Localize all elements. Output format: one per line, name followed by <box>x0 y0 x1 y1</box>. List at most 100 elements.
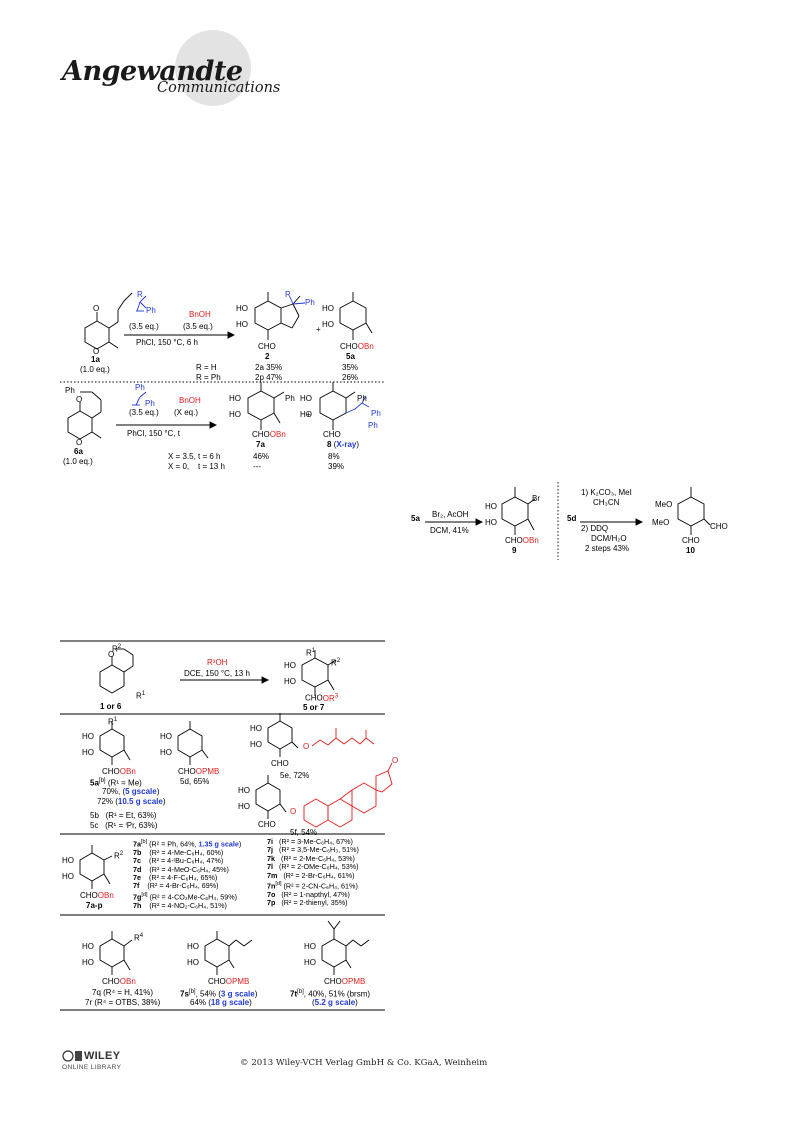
xray-label: X-ray <box>336 440 357 449</box>
label-cho-obn: CHOOBn <box>102 767 136 776</box>
scheme-right-structures <box>425 482 711 560</box>
scale-7s-2: 18 g scale <box>210 998 250 1007</box>
label-ho: HO <box>160 748 172 757</box>
product-7a-structure <box>247 382 285 430</box>
geranyl-chain <box>311 728 375 747</box>
entry-5a-label: 5a <box>90 778 99 788</box>
product-label-2: 2 <box>265 352 270 361</box>
label-ho: HO <box>485 518 497 527</box>
structure-5d <box>177 721 209 765</box>
label-cho-obn: CHOOBn <box>80 891 114 900</box>
yield-row-b-cond: X = 0, t = 13 h <box>168 462 225 471</box>
label-ph-6a: Ph <box>65 386 75 395</box>
product-9-structure <box>501 487 536 535</box>
label-ho: HO <box>82 958 94 967</box>
compound-label: 7p <box>267 898 276 908</box>
list-item: 7a[b] (R² = Ph, 64%, 1.35 g scale) <box>133 839 242 849</box>
entry-7s-2: 64% (18 g scale) <box>190 998 252 1007</box>
pyranone-6a-structure <box>67 391 102 440</box>
reagent-bnoh: BnOH <box>189 310 211 319</box>
sm-label-1a: 1a <box>91 355 100 364</box>
label-ho: HO <box>187 958 199 967</box>
product-label-general: 5 or 7 <box>303 703 325 712</box>
yield-row-a-7a: 46% <box>253 452 270 461</box>
label-ph: Ph <box>357 394 367 403</box>
compound-desc: (R² = 2-Br-C₆H₄, 61%) <box>283 870 355 880</box>
entry-5a-r1: (R¹ = Me) <box>107 778 142 788</box>
sm-5a-right: 5a <box>411 514 420 523</box>
compound-label: 7o <box>267 889 276 899</box>
label-ho: HO <box>238 786 250 795</box>
label-r2: R2 <box>114 851 124 861</box>
compound-label: 7g <box>133 892 142 902</box>
pyranone-general-structure <box>99 648 134 694</box>
compound-desc-close: ) <box>238 839 242 849</box>
cond-bromination: Br₂, AcOH <box>432 510 469 519</box>
label-o: O <box>290 807 297 816</box>
product-label-5a: 5a <box>346 352 355 361</box>
compound-desc: (R² = 2-Me-C₆H₄, 53%) <box>281 853 355 863</box>
scheme-top-structures <box>60 292 385 383</box>
entry-7r: 7r (R⁴ = OTBS, 38%) <box>85 998 161 1007</box>
label-ho: HO <box>485 502 497 511</box>
entry-5b: 5b (R¹ = Et, 63%) <box>90 811 157 820</box>
cond-overall-yield: 2 steps 43% <box>585 544 630 553</box>
cond-methylation: 1) K₂CO₃, MeI <box>581 488 632 497</box>
list-item: 7b (R² = 4-Me-C₆H₄, 60%) <box>133 848 241 857</box>
label-r2: R2 <box>112 644 122 654</box>
list-item: 7e (R² = 4-F-C₆H₄, 65%) <box>133 873 241 883</box>
compound-label: 7k <box>267 853 275 863</box>
label-r4: R4 <box>134 933 144 943</box>
entry-7t-2: (5.2 g scale) <box>312 998 358 1007</box>
label-br: Br <box>532 494 540 503</box>
wiley-logo-icon <box>62 1050 82 1062</box>
label-ho: HO <box>322 320 334 329</box>
list-item: 7g[d] (R² = 4-CO₂Me-C₆H₄, 59%) <box>133 891 238 902</box>
compound-list-left: 7a[b] (R² = Ph, 64%, 1.35 g scale) 7b (R… <box>133 838 241 910</box>
yield-row-1-5a: 35% <box>342 363 359 372</box>
label-ho: HO <box>229 410 241 419</box>
label-ho: HO <box>300 410 312 419</box>
label-ho: HO <box>322 304 334 313</box>
list-item: 7m (R² = 2-Br-C₆H₄, 61%) <box>267 870 359 880</box>
header-logo-circle <box>175 30 251 106</box>
compound-label: 7j <box>267 845 273 855</box>
label-ph-blue: Ph <box>371 409 381 418</box>
compound-desc: (R² = Ph, 64%, <box>149 839 199 849</box>
yield-7t-2: ( <box>312 998 315 1007</box>
label-o: O <box>303 742 310 751</box>
structure-7t <box>321 920 370 975</box>
compound-desc: (R² = 4-ᵗBu-C₆H₄, 47%) <box>149 856 224 866</box>
journal-subtitle: Communications <box>157 80 281 96</box>
entry-5a-head: 5a[b] (R¹ = Me) <box>90 778 142 788</box>
cond-oxidation-solvent: DCM/H₂O <box>591 534 627 543</box>
compound-desc: (R² = 4-Br-C₆H₄, 69%) <box>147 881 219 891</box>
alkene-ph: Ph <box>146 306 156 315</box>
compound-desc: (R² = 2-OMe-C₆H₄, 53%) <box>279 862 359 872</box>
pyranone-ring-o: O <box>76 438 83 447</box>
compound-desc: (R² = 2-thienyl, 35%) <box>281 898 348 908</box>
entry-5f: 5f, 54% <box>290 828 318 837</box>
scale-5a-2: 10.5 g scale <box>117 797 163 806</box>
label-ph: Ph <box>285 394 295 403</box>
scheme-middle-structures <box>67 382 370 440</box>
compound-desc: (R² = 4-CO₂Me-C₆H₄, 59%) <box>149 892 238 902</box>
reagent-r3oh: R³OH <box>207 658 228 667</box>
label-cho: CHO <box>710 522 728 531</box>
label-ho: HO <box>304 958 316 967</box>
conditions-bottom: DCE, 150 °C, 13 h <box>184 669 250 678</box>
pyranone-oxo: O <box>76 395 83 404</box>
structure-7a-p <box>79 845 113 889</box>
yield-7s-2-close: ) <box>249 998 252 1007</box>
compound-desc: (R² = 3,5-Me-C₆H₃, 51%) <box>279 845 359 855</box>
cond-solvent: CH₃CN <box>593 498 620 507</box>
alkene-r: R <box>137 290 143 299</box>
compound-desc: (R² = 3-Me-C₆H₄, 67%) <box>279 837 353 846</box>
compound-label: 7h <box>133 900 142 910</box>
scale-7t: 5.2 g scale <box>314 998 356 1007</box>
sm-eq-1a: (1.0 eq.) <box>80 365 110 374</box>
scale-7s: 3 g scale <box>220 989 255 999</box>
compound-desc: (R² = 4-F-C₆H₄, 65%) <box>149 873 218 883</box>
label-ho: HO <box>238 802 250 811</box>
label-ho: HO <box>229 394 241 403</box>
